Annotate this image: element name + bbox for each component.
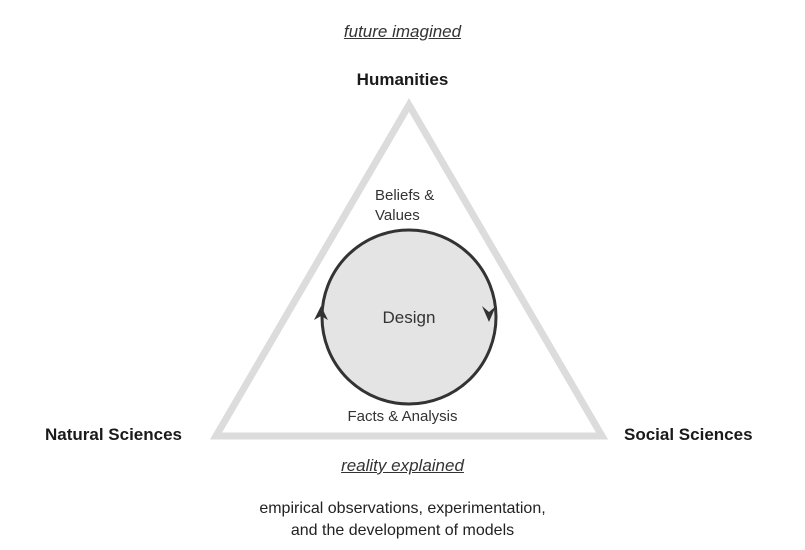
social-sciences-label: Social Sciences [624,425,753,444]
reality-explained-note: reality explained [341,456,464,475]
beliefs-line-2: Values [375,207,420,225]
humanities-label: Humanities [356,70,449,89]
triangle-outline [209,98,609,440]
natural-sciences-label: Natural Sciences [45,425,183,444]
caption-line-1: empirical observations, experimentation, [259,500,546,517]
caption-line-2: and the development of models [290,522,515,540]
facts-analysis-label: Facts & Analysis [347,408,458,425]
beliefs-values-label: Beliefs & Values [375,186,455,227]
chevron-up-icon [314,306,328,320]
caption: empirical observations, experimentation,… [0,498,805,543]
chevron-down-icon [482,306,496,322]
design-label: Design [382,308,436,327]
beliefs-line-1: Beliefs & [375,187,435,204]
future-imagined-note: future imagined [343,22,462,41]
design-circle [320,228,498,406]
